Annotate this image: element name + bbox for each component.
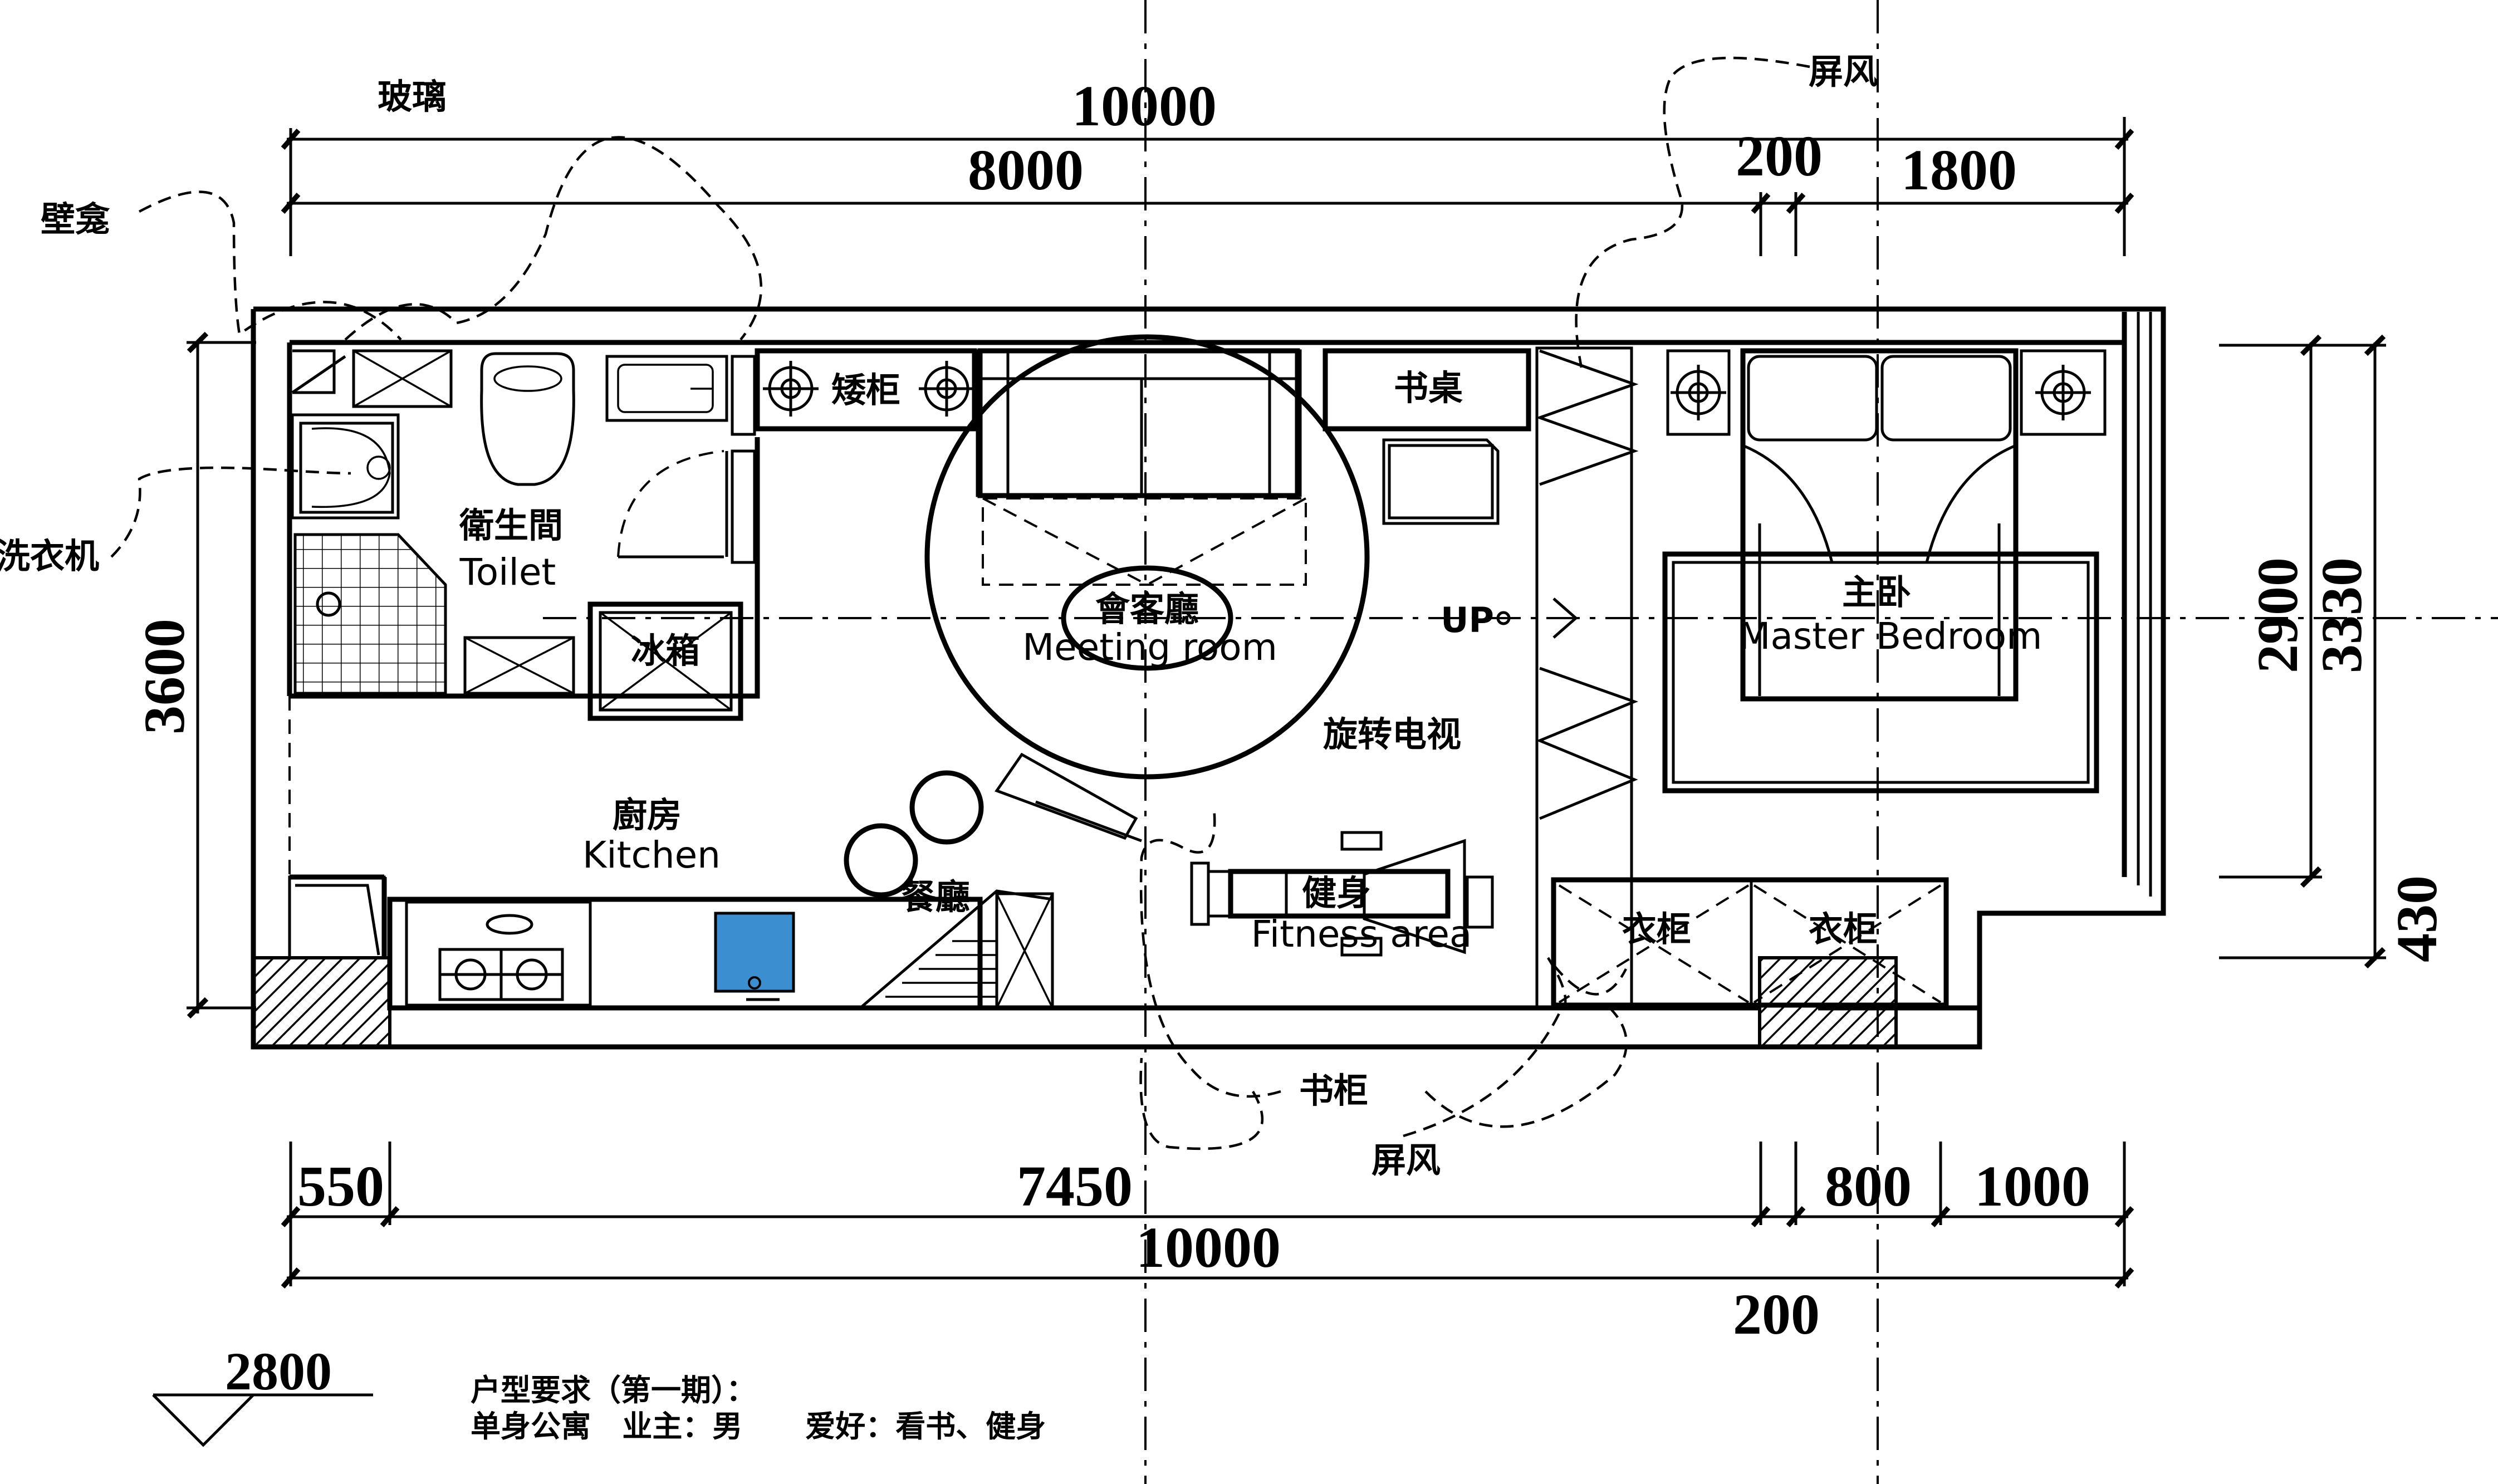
label-meeting-cn: 會客廳 xyxy=(1095,589,1199,629)
stair xyxy=(1496,346,1639,1010)
dim-right-3: 430 xyxy=(2385,875,2449,962)
label-kitchen-cn: 廚房 xyxy=(613,795,682,835)
dim-top-left: 8000 xyxy=(968,138,1084,202)
label-up: UP xyxy=(1441,600,1494,640)
label-fitness-cn: 健身 xyxy=(1302,873,1371,913)
annotation-niche: 壁龛 xyxy=(41,199,110,239)
label-desk: 书桌 xyxy=(1394,368,1463,408)
column-left xyxy=(252,956,391,1049)
label-meeting-en: Meeting room xyxy=(1022,626,1277,669)
annotation-screen-bottom: 屏风 xyxy=(1372,1140,1441,1181)
dim-right-2: 3330 xyxy=(2310,557,2374,673)
master-bedroom xyxy=(1662,348,2107,794)
low-cabinet xyxy=(755,348,977,432)
label-fitness-en: Fitness area xyxy=(1251,913,1472,956)
side-dimension-lines xyxy=(187,331,2386,1019)
column-right xyxy=(1758,956,1898,1049)
level-value: 2800 xyxy=(225,1341,332,1401)
label-fridge: 冰箱 xyxy=(631,630,700,671)
label-low-cabinet: 矮柜 xyxy=(831,370,900,410)
dining xyxy=(844,770,1054,1010)
annotation-bookcase: 书柜 xyxy=(1299,1070,1368,1111)
fridge xyxy=(587,601,743,721)
wardrobes xyxy=(1551,877,1949,1008)
requirements-line-1: 户型要求（第一期）： xyxy=(471,1373,756,1408)
top-dimension-lines xyxy=(281,117,2134,256)
label-kitchen-en: Kitchen xyxy=(582,834,721,876)
label-toilet-en: Toilet xyxy=(459,551,556,594)
axis-lines xyxy=(543,0,2498,1484)
dim-top-total: 10000 xyxy=(1072,74,1217,138)
dim-bottom-3: 800 xyxy=(1825,1154,1912,1218)
exterior-walls xyxy=(251,306,2166,1050)
label-dining: 餐廳 xyxy=(901,876,970,917)
label-wardrobe-1: 衣柜 xyxy=(1622,909,1691,949)
label-rotating-tv: 旋转电视 xyxy=(1323,714,1461,755)
dim-bottom-total: 10000 xyxy=(1136,1216,1281,1280)
desk xyxy=(1323,348,1531,525)
dim-bottom-1: 550 xyxy=(297,1154,384,1218)
annotation-glass: 玻璃 xyxy=(378,76,447,117)
toilet-area xyxy=(290,349,760,958)
label-master-cn: 主卧 xyxy=(1842,572,1911,613)
bottom-dimension-lines xyxy=(281,1142,2134,1289)
annotation-washer: 洗衣机 xyxy=(0,536,99,576)
fitness xyxy=(1190,831,1494,957)
annotation-screen-top: 屏风 xyxy=(1809,51,1878,92)
sink xyxy=(714,912,795,993)
dim-bottom-2: 7450 xyxy=(1017,1154,1133,1218)
label-master-en: Master Bedroom xyxy=(1739,615,2043,658)
label-toilet-cn: 衛生間 xyxy=(459,505,563,546)
dim-bottom-extra: 200 xyxy=(1733,1282,1820,1346)
dim-right-1: 2900 xyxy=(2246,557,2310,673)
dim-bottom-4: 1000 xyxy=(1975,1154,2090,1218)
dim-top-right: 1800 xyxy=(1901,138,2017,202)
label-wardrobe-2: 衣柜 xyxy=(1809,909,1878,949)
dim-left-height: 3600 xyxy=(133,619,197,734)
level-marker xyxy=(152,1393,373,1447)
meeting-room xyxy=(924,334,1370,843)
kitchen xyxy=(288,875,983,1011)
requirements-line-2: 单身公寓 业主：男 爱好：看书、健身 xyxy=(471,1409,1046,1444)
dim-top-mid: 200 xyxy=(1736,124,1823,188)
annotation-leaders xyxy=(110,56,1810,1150)
partition xyxy=(731,355,756,564)
